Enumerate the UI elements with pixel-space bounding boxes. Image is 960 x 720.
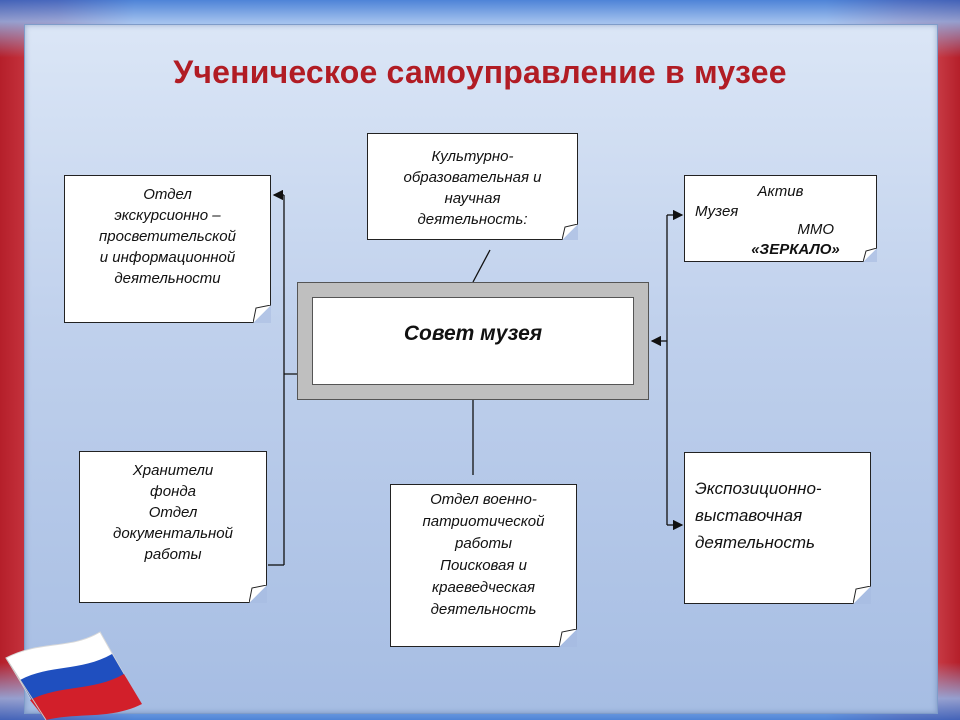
fold-corner [853,586,871,604]
council-inner: Совет музея [312,297,634,385]
fold-corner [253,305,271,323]
box-military-line: деятельность [430,601,537,618]
box-expo-line: Экспозиционно- [695,479,822,498]
box-aktiv-line: Музея [695,203,739,220]
box-military-line: работы [455,535,512,552]
box-military-line: Поисковая и [440,557,527,574]
slide-title: Ученическое самоуправление в музее [173,54,787,90]
fold-corner [863,248,877,262]
box-keepers-line: Отдел [148,504,198,521]
box-keepers: Хранители фонда Отдел документальной раб… [79,451,267,603]
box-excursion: Отдел экскурсионно – просветительской и … [64,175,271,323]
fold-corner [249,585,267,603]
box-aktiv-line: «ЗЕРКАЛО» [751,241,840,258]
box-aktiv: Актив Музея ММО «ЗЕРКАЛО» [684,175,877,262]
box-culture: Культурно- образовательная и научная дея… [367,133,578,240]
box-military-line: Отдел военно- [430,491,537,508]
box-expo-line: деятельность [695,533,815,552]
fold-corner [559,629,577,647]
box-aktiv-line: ММО [797,221,834,238]
box-keepers-line: работы [144,546,202,563]
box-military: Отдел военно- патриотической работы Поис… [390,484,577,647]
link-culture-council [472,249,491,283]
russian-flag-icon [5,631,142,720]
box-excursion-line: Отдел [143,186,192,203]
box-culture-line: деятельность: [417,211,528,228]
box-aktiv-line: Актив [757,183,804,200]
council-label: Совет музея [403,322,543,345]
box-keepers-line: фонда [150,483,196,500]
box-keepers-line: Хранители [132,462,214,479]
box-military-line: патриотической [422,513,545,530]
box-culture-line: Культурно- [431,148,514,165]
fold-corner [562,224,578,240]
box-culture-line: образовательная и [403,169,542,186]
box-culture-line: научная [444,190,501,207]
box-expo-line: выставочная [695,506,803,525]
box-keepers-line: документальной [113,525,233,542]
box-excursion-line: и информационной [99,249,236,266]
box-excursion-line: просветительской [99,228,236,245]
box-excursion-line: экскурсионно – [114,207,221,224]
council-box: Совет музея [297,282,649,400]
box-expo: Экспозиционно- выставочная деятельность [684,452,871,604]
box-military-line: краеведческая [432,579,535,596]
box-excursion-line: деятельности [114,270,221,287]
